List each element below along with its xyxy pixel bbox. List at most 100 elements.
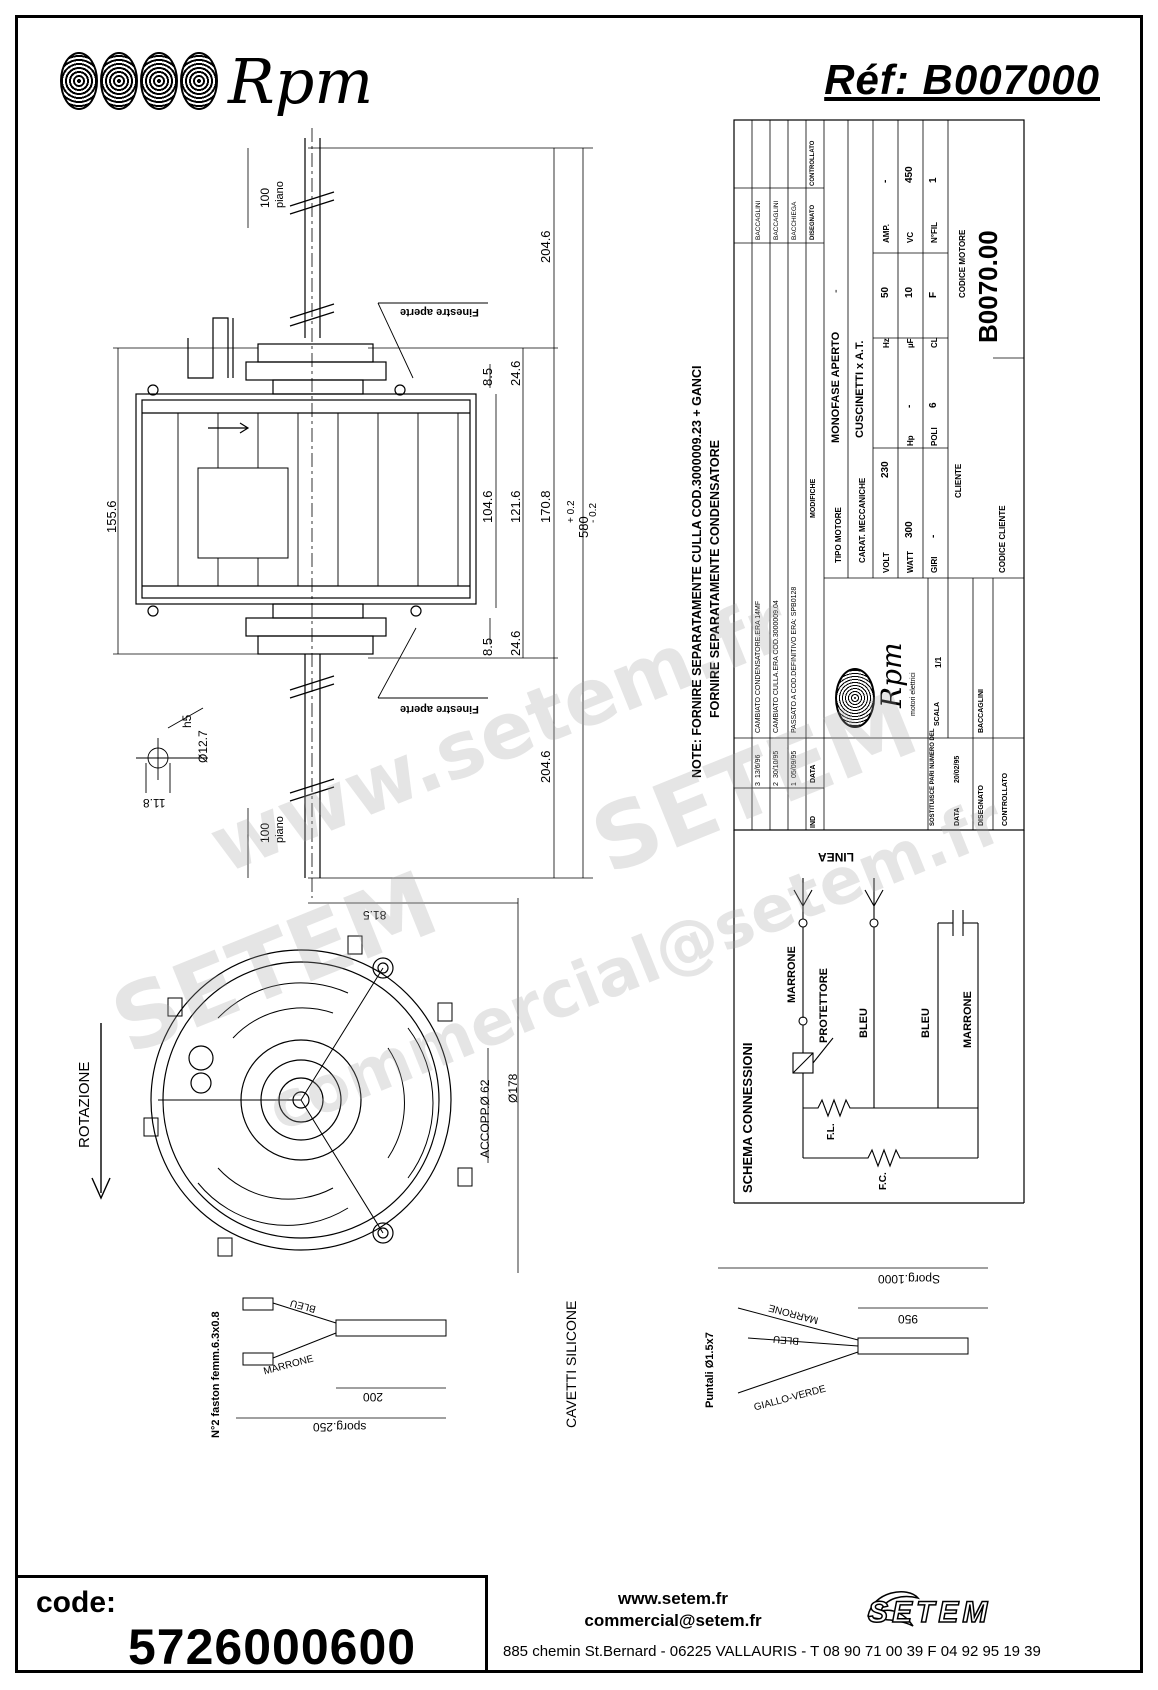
- tipo-motore-dash: -: [830, 289, 842, 293]
- motor-side-view: [135, 128, 477, 898]
- scala-value: 1/1: [934, 656, 943, 668]
- right-cable-drawing: [718, 1267, 988, 1394]
- schema-bleu-2: BLEU: [920, 1008, 932, 1038]
- rev-1-ind: 1: [791, 782, 798, 786]
- data-value: 20/02/95: [954, 755, 961, 783]
- dim-121: 121.6: [508, 490, 523, 523]
- schema-bleu-1: BLEU: [858, 1008, 870, 1038]
- footer-address: 885 chemin St.Bernard - 06225 VALLAURIS …: [503, 1643, 1041, 1660]
- schema-protettore: PROTETTORE: [818, 968, 830, 1043]
- code-box: code: 5726000600: [18, 1575, 488, 1675]
- rev-header-disegnato: DISEGNATO: [810, 204, 816, 240]
- rev-3-ind: 3: [755, 782, 762, 786]
- tipo-motore-value: MONOFASE APERTO: [830, 331, 842, 443]
- amp-value: -: [880, 179, 891, 183]
- rev-3-data: 13/6/96: [755, 754, 762, 778]
- cl-value: F: [928, 291, 939, 298]
- title-block-logo-sub: motori elettrici: [910, 672, 917, 716]
- rev-2-ind: 2: [773, 782, 780, 786]
- dim-204-bot: 204.6: [538, 750, 553, 783]
- dim-204-top: 204.6: [538, 230, 553, 263]
- wiring-schema: [792, 878, 979, 1168]
- hp-label: Hp: [906, 435, 915, 446]
- dim-piano-top: 100: [258, 187, 272, 208]
- data-label: DATA: [954, 807, 961, 826]
- coil-logo-icon: [60, 52, 218, 110]
- title-block-brand: Rpm: [875, 642, 908, 708]
- dim-tol-minus: - 0.2: [588, 502, 599, 523]
- cable-right-950: 950: [898, 1312, 919, 1326]
- schema-title: SCHEMA CONNESSIONI: [740, 1042, 755, 1193]
- rev-1-data: 05/09/95: [791, 750, 798, 778]
- codice-motore-value: B0070.00: [973, 230, 1003, 343]
- rev-header-data: DATA: [810, 764, 817, 783]
- rev-1-disegnato: BACCHIEGA: [791, 201, 798, 240]
- dim-170: 170.8: [538, 490, 553, 523]
- carat-value: CUSCINETTI x A.T.: [854, 340, 866, 438]
- scala-label: SCALA: [934, 701, 941, 726]
- rev-header-ind: IND: [810, 815, 817, 828]
- finestre-top-label: Finestre aperte: [400, 306, 479, 318]
- puntali-label: Puntali Ø1.5x7: [704, 1332, 716, 1408]
- cable-left-sporg: sporg.250: [313, 1420, 367, 1434]
- rev-header-modifiche: MODIFICHE: [810, 478, 817, 518]
- cl-label: CL: [930, 337, 939, 348]
- disegnato-value: BACCAGLINI: [978, 689, 985, 733]
- title-block-logo-icon: Rpm motori elettrici: [830, 638, 920, 733]
- technical-drawing: [91, 119, 1025, 1419]
- brand-logo: Rpm: [60, 44, 374, 118]
- giri-value: -: [928, 534, 939, 538]
- cable-right-bleu: BLEU: [772, 1332, 800, 1347]
- dim-178: Ø178: [506, 1073, 520, 1103]
- footer-email[interactable]: commercial@setem.fr: [584, 1611, 762, 1630]
- dim-accopp: ACCOPP.Ø 62: [478, 1079, 492, 1158]
- rev-2-disegnato: BACCAGLINI: [773, 200, 780, 240]
- setem-logo: SETEM: [867, 1595, 992, 1630]
- footer-website[interactable]: www.setem.fr: [618, 1589, 728, 1608]
- schema-linea: LINEA: [818, 850, 854, 864]
- cable-right-sporg: Sporg.1000: [878, 1272, 941, 1286]
- rev-2-data: 30/10/95: [773, 750, 780, 778]
- watt-label: WATT: [906, 550, 915, 573]
- disegnato-label: DISEGNATO: [978, 785, 985, 826]
- nfil-value: 1: [928, 177, 939, 183]
- dim-piano-bot: 100: [258, 822, 272, 843]
- dim-h5: h5: [180, 714, 194, 728]
- schema-marrone-2: MARRONE: [962, 991, 974, 1048]
- schema-marrone-1: MARRONE: [786, 946, 798, 1003]
- giri-label: GIRI: [930, 556, 939, 573]
- uf-label: µF: [906, 338, 915, 349]
- schema-fc: F.C.: [878, 1172, 889, 1190]
- title-block-frame: [733, 119, 1025, 1204]
- schema-fl: F.L.: [826, 1123, 837, 1140]
- codice-motore-label: CODICE MOTORE: [958, 229, 967, 298]
- poli-value: 6: [928, 402, 939, 408]
- hz-label: Hz: [882, 338, 891, 348]
- dim-12-7: Ø12.7: [196, 730, 210, 763]
- cliente-label: CLIENTE: [954, 463, 963, 498]
- uf-value: 10: [904, 286, 915, 298]
- hz-value: 50: [880, 286, 891, 298]
- code-label: code:: [36, 1586, 117, 1619]
- dim-8-top: 8.5: [480, 367, 495, 386]
- tipo-motore-label: TIPO MOTORE: [834, 507, 843, 563]
- rev-3-disegnato: BACCAGLINI: [755, 200, 762, 240]
- faston-label: N°2 faston femm.6.3x0.8: [210, 1311, 222, 1438]
- left-cable-drawing: [236, 1297, 447, 1419]
- vc-label: VC: [906, 231, 915, 243]
- nfil-label: N°FIL: [930, 222, 939, 243]
- poli-label: POLI: [930, 427, 939, 446]
- rev-header-controllato: CONTROLLATO: [810, 140, 816, 186]
- brand-name: Rpm: [228, 44, 374, 118]
- amp-label: AMP.: [882, 224, 891, 243]
- volt-value: 230: [880, 461, 891, 478]
- drawing-sheet: Rpm Réf: B007000: [15, 15, 1143, 1675]
- setem-swoosh-icon: [867, 1591, 921, 1627]
- footer-contact: www.setem.fr commercial@setem.fr: [548, 1588, 798, 1632]
- dim-8-bot: 8.5: [480, 637, 495, 656]
- volt-label: VOLT: [882, 552, 891, 573]
- carat-label: CARAT. MECCANICHE: [858, 477, 867, 563]
- dim-104: 104.6: [480, 490, 495, 523]
- dim-24-bot: 24.6: [508, 630, 523, 656]
- dim-piano-bot-label: piano: [274, 816, 286, 843]
